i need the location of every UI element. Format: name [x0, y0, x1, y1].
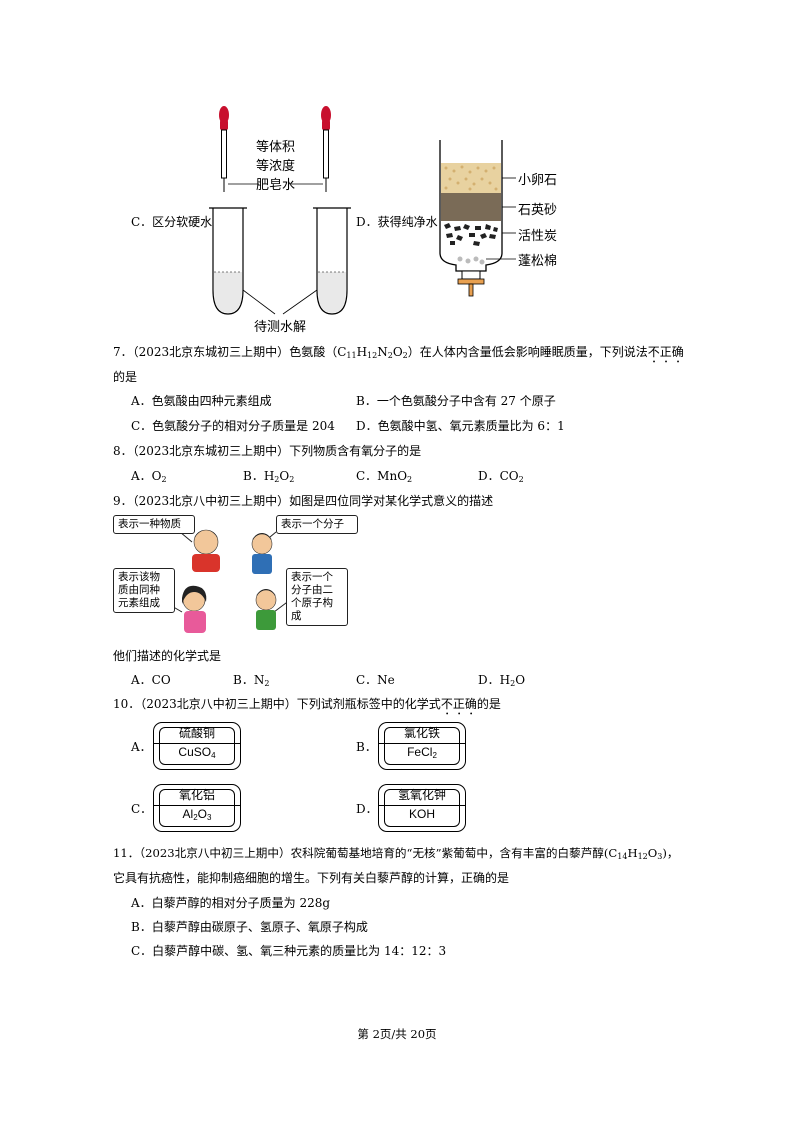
label-c-formula: Al2O3 — [182, 807, 212, 822]
speech-bubble-3: 表示该物质由同种元素组成 — [113, 568, 175, 613]
question-10-option-b-letter[interactable]: B． — [356, 740, 377, 754]
reagent-label-2: 等浓度 — [256, 159, 296, 174]
question-11-stem-line2: 它具有抗癌性，能抑制癌细胞的增生。下列有关白藜芦醇的计算，正确的是 — [113, 871, 510, 885]
student-2-icon — [251, 533, 273, 574]
option-c-label: C．区分软硬水 — [131, 215, 213, 229]
reagent-label-1: 等体积 — [256, 140, 296, 155]
option-d-label: D．获得纯净水 — [356, 215, 438, 229]
layer-label-activated-carbon: 活性炭 — [518, 229, 558, 244]
label-bottle-a[interactable]: 硫酸铜 CuSO4 — [153, 722, 241, 770]
label-a-name: 硫酸铜 — [178, 726, 215, 740]
label-bottle-b[interactable]: 氯化铁 FeCl2 — [378, 722, 466, 770]
question-7-stem-line2: 的是 — [113, 370, 138, 384]
question-9-option-c[interactable]: C．Ne — [356, 673, 395, 687]
label-bottle-d[interactable]: 氢氧化钾 KOH — [378, 784, 466, 832]
question-8-stem: 8．（2023北京东城初三上期中）下列物质含有氧分子的是 — [113, 444, 422, 458]
left-test-tube-icon — [209, 207, 247, 315]
layer-label-quartz-sand: 石英砂 — [518, 203, 558, 218]
question-10-option-a-letter[interactable]: A． — [131, 740, 152, 754]
speech-bubble-4: 表示一个分子由二个原子构成 — [286, 568, 348, 626]
left-dropper-icon — [219, 106, 229, 192]
question-11-option-b[interactable]: B．白藜芦醇由碳原子、氢原子、氧原子构成 — [131, 920, 368, 934]
question-10-option-c-letter[interactable]: C． — [131, 802, 153, 816]
layer-label-pebbles: 小卵石 — [518, 173, 558, 188]
right-test-tube-icon — [313, 207, 351, 315]
question-9-option-b[interactable]: B．N2 — [233, 673, 270, 688]
reagent-label-3: 肥皂水 — [256, 178, 296, 193]
question-9-stem: 9．（2023北京八中初三上期中）如图是四位同学对某化学式意义的描述 — [113, 494, 494, 508]
right-dropper-icon — [321, 106, 331, 192]
speech-bubble-2: 表示一个分子 — [276, 515, 358, 534]
question-8-option-d[interactable]: D．CO2 — [478, 469, 524, 484]
question-7-option-b[interactable]: B．一个色氨酸分子中含有 27 个原子 — [356, 394, 556, 408]
four-students-illustration — [157, 529, 291, 633]
label-bottle-c[interactable]: 氧化铝 Al2O3 — [153, 784, 241, 832]
student-3-icon — [182, 585, 207, 633]
question-11-option-c[interactable]: C．白藜芦醇中碳、氢、氧三种元素的质量比为 14：12：3 — [131, 944, 447, 958]
question-8-option-a[interactable]: A．O2 — [131, 469, 167, 484]
question-9-ask: 他们描述的化学式是 — [113, 649, 222, 663]
question-7-option-d[interactable]: D．色氨酸中氢、氧元素质量比为 6：1 — [356, 419, 565, 433]
question-9-option-d[interactable]: D．H2O — [478, 673, 526, 688]
question-9-option-a[interactable]: A．CO — [131, 673, 171, 687]
label-b-name: 氯化铁 — [403, 726, 440, 740]
test-tubes-dropper-diagram — [209, 106, 351, 315]
question-8-option-b[interactable]: B．H2O2 — [243, 469, 295, 484]
student-4-icon — [255, 589, 277, 630]
sample-label: 待测水解 — [254, 320, 307, 335]
student-1-icon — [192, 529, 220, 572]
label-a-formula: CuSO4 — [178, 745, 216, 760]
label-c-name: 氧化铝 — [178, 788, 215, 802]
question-10-option-d-letter[interactable]: D． — [356, 802, 378, 816]
question-7-option-a[interactable]: A．色氨酸由四种元素组成 — [131, 394, 272, 408]
page-footer: 第 2页/共 20页 — [357, 1027, 437, 1041]
question-11-stem: 11．（2023北京八中初三上期中）农科院葡萄基地培育的“无核”紫葡萄中，含有丰… — [113, 846, 679, 861]
question-7-option-c[interactable]: C．色氨酸分子的相对分子质量是 204 — [131, 419, 335, 433]
label-d-formula: KOH — [408, 807, 435, 821]
layer-label-cotton: 蓬松棉 — [518, 254, 558, 269]
question-10-stem: 10．（2023北京八中初三上期中）下列试剂瓶标签中的化学式不正确的是 — [113, 697, 501, 711]
label-b-formula: FeCl2 — [407, 745, 437, 760]
question-11-option-a[interactable]: A．白藜芦醇的相对分子质量为 228g — [131, 896, 331, 910]
question-7-stem: 7．（2023北京东城初三上期中）色氨酸（C11H12N2O2）在人体内含量低会… — [113, 345, 684, 360]
speech-bubble-1: 表示一种物质 — [113, 515, 195, 534]
question-8-option-c[interactable]: C．MnO2 — [356, 469, 413, 484]
label-d-name: 氢氧化钾 — [397, 788, 446, 802]
water-filter-diagram — [439, 140, 516, 297]
